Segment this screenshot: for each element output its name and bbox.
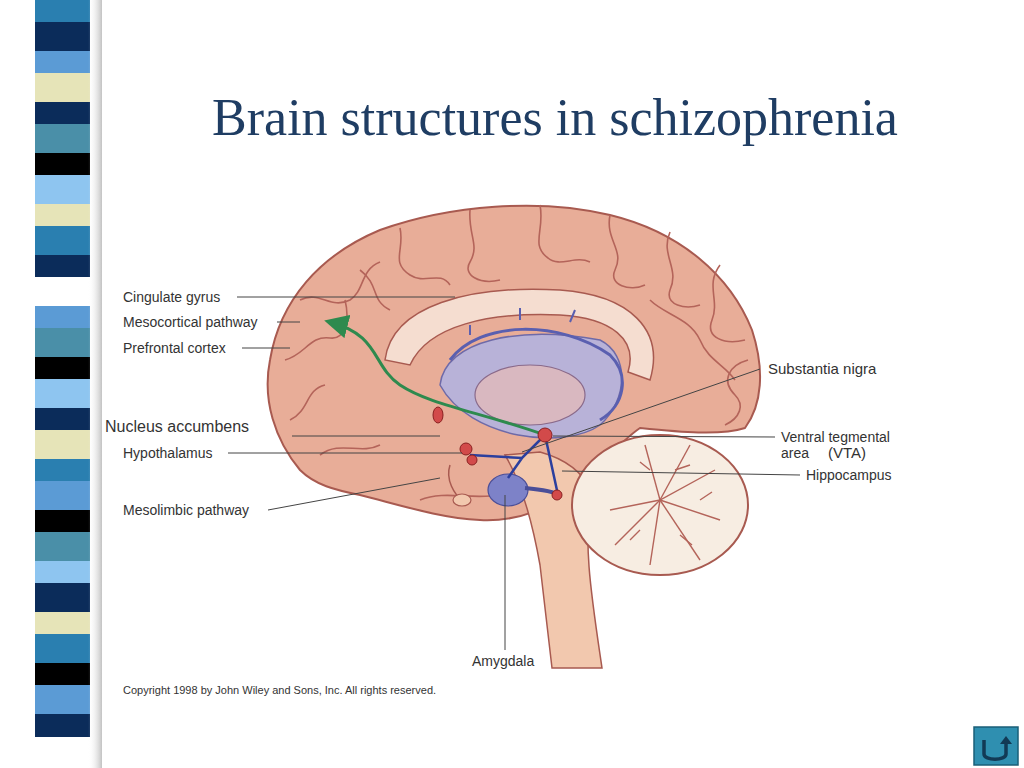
strip-block	[35, 226, 90, 256]
decorative-strip	[35, 0, 90, 737]
copyright-note: Copyright 1998 by John Wiley and Sons, I…	[123, 684, 436, 697]
strip-block	[35, 328, 90, 358]
structure-label: Nucleus accumbens	[105, 418, 249, 436]
strip-block	[35, 51, 90, 74]
pathway-label: Mesolimbic pathway	[123, 502, 249, 518]
leader-lines	[228, 297, 800, 650]
cerebellum	[572, 435, 748, 575]
strip-block	[35, 204, 90, 227]
strip-block	[35, 583, 90, 613]
strip-shadow	[88, 0, 102, 768]
fornix-lines	[470, 308, 575, 335]
strip-block	[35, 714, 90, 737]
slide-title: Brain structures in schizophrenia	[100, 88, 1010, 147]
strip-block	[35, 481, 90, 511]
strip-block	[35, 277, 90, 307]
strip-block	[35, 102, 90, 125]
structure-label: Substantia nigra	[768, 360, 876, 377]
structure-label: Amygdala	[472, 653, 534, 669]
strip-block	[35, 255, 90, 278]
nav-icon	[974, 727, 1018, 765]
strip-block	[35, 153, 90, 176]
pituitary	[453, 494, 471, 506]
amygdala	[488, 474, 528, 506]
structure-label: Hippocampus	[806, 467, 892, 483]
image-panel	[103, 187, 1024, 715]
ventricle	[440, 334, 622, 438]
strip-block	[35, 408, 90, 431]
strip-block	[35, 73, 90, 103]
strip-block	[35, 663, 90, 686]
strip-block	[35, 0, 90, 23]
structure-label: Cingulate gyrus	[123, 289, 220, 305]
strip-block	[35, 459, 90, 482]
structure-label: Prefrontal cortex	[123, 340, 226, 356]
arbor-vitae	[610, 445, 720, 565]
strip-block	[35, 685, 90, 715]
strip-block	[35, 510, 90, 533]
thalamus	[475, 365, 585, 425]
strip-block	[35, 124, 90, 154]
strip-block	[35, 532, 90, 562]
strip-block	[35, 22, 90, 52]
mesocortical-pathway	[330, 322, 545, 435]
strip-block	[35, 357, 90, 380]
abbreviation-label: (VTA)	[828, 444, 866, 461]
pathway-label: Mesocortical pathway	[123, 314, 258, 330]
strip-block	[35, 612, 90, 635]
strip-block	[35, 175, 90, 205]
strip-block	[35, 561, 90, 584]
strip-block	[35, 379, 90, 409]
fornix	[450, 329, 622, 420]
structure-label: Hypothalamus	[123, 445, 213, 461]
strip-block	[35, 430, 90, 460]
strip-block	[35, 634, 90, 664]
strip-block	[35, 306, 90, 329]
